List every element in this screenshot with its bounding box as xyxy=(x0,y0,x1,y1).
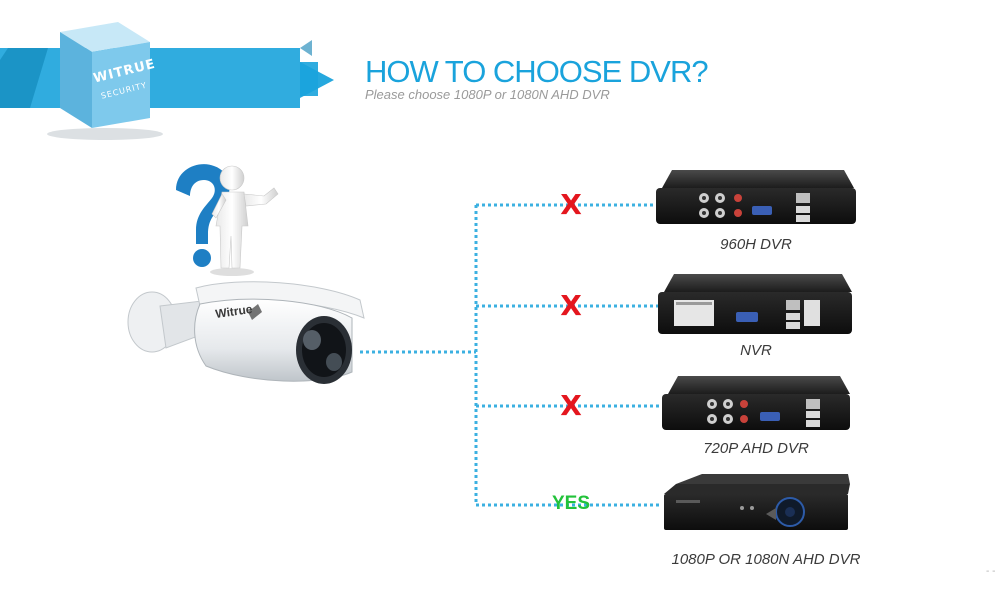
bullet-camera-icon xyxy=(127,281,365,384)
nvr-device xyxy=(658,274,852,334)
device-label-960h-dvr: 960H DVR xyxy=(720,236,792,253)
camera-logo: Witrue xyxy=(214,302,253,321)
dvr-960h-device xyxy=(656,170,856,224)
status-reject-marker-1: X xyxy=(560,188,582,221)
connector-lines xyxy=(360,203,660,507)
status-reject-marker-2: X xyxy=(560,289,582,322)
status-reject-marker-3: X xyxy=(560,389,582,422)
corner-mark: - - xyxy=(986,566,996,577)
headline: HOW TO CHOOSE DVR? Please choose 1080P o… xyxy=(365,56,885,102)
brand-banner: WITRUE SECURITY xyxy=(0,0,340,150)
device-label-720p-ahd-dvr: 720P AHD DVR xyxy=(703,440,809,457)
page-title: HOW TO CHOOSE DVR? xyxy=(365,54,709,89)
question-mark-person-icon xyxy=(176,164,279,276)
dvr-1080p-ahd-device xyxy=(664,474,850,530)
device-label-nvr: NVR xyxy=(740,342,772,359)
status-accept-marker: YES xyxy=(552,493,591,514)
brand-banner-graphic xyxy=(0,22,334,140)
device-label-1080p-ahd-dvr: 1080P OR 1080N AHD DVR xyxy=(671,551,861,568)
page-subtitle: Please choose 1080P or 1080N AHD DVR xyxy=(365,87,610,102)
dvr-720p-ahd-device xyxy=(662,376,850,430)
